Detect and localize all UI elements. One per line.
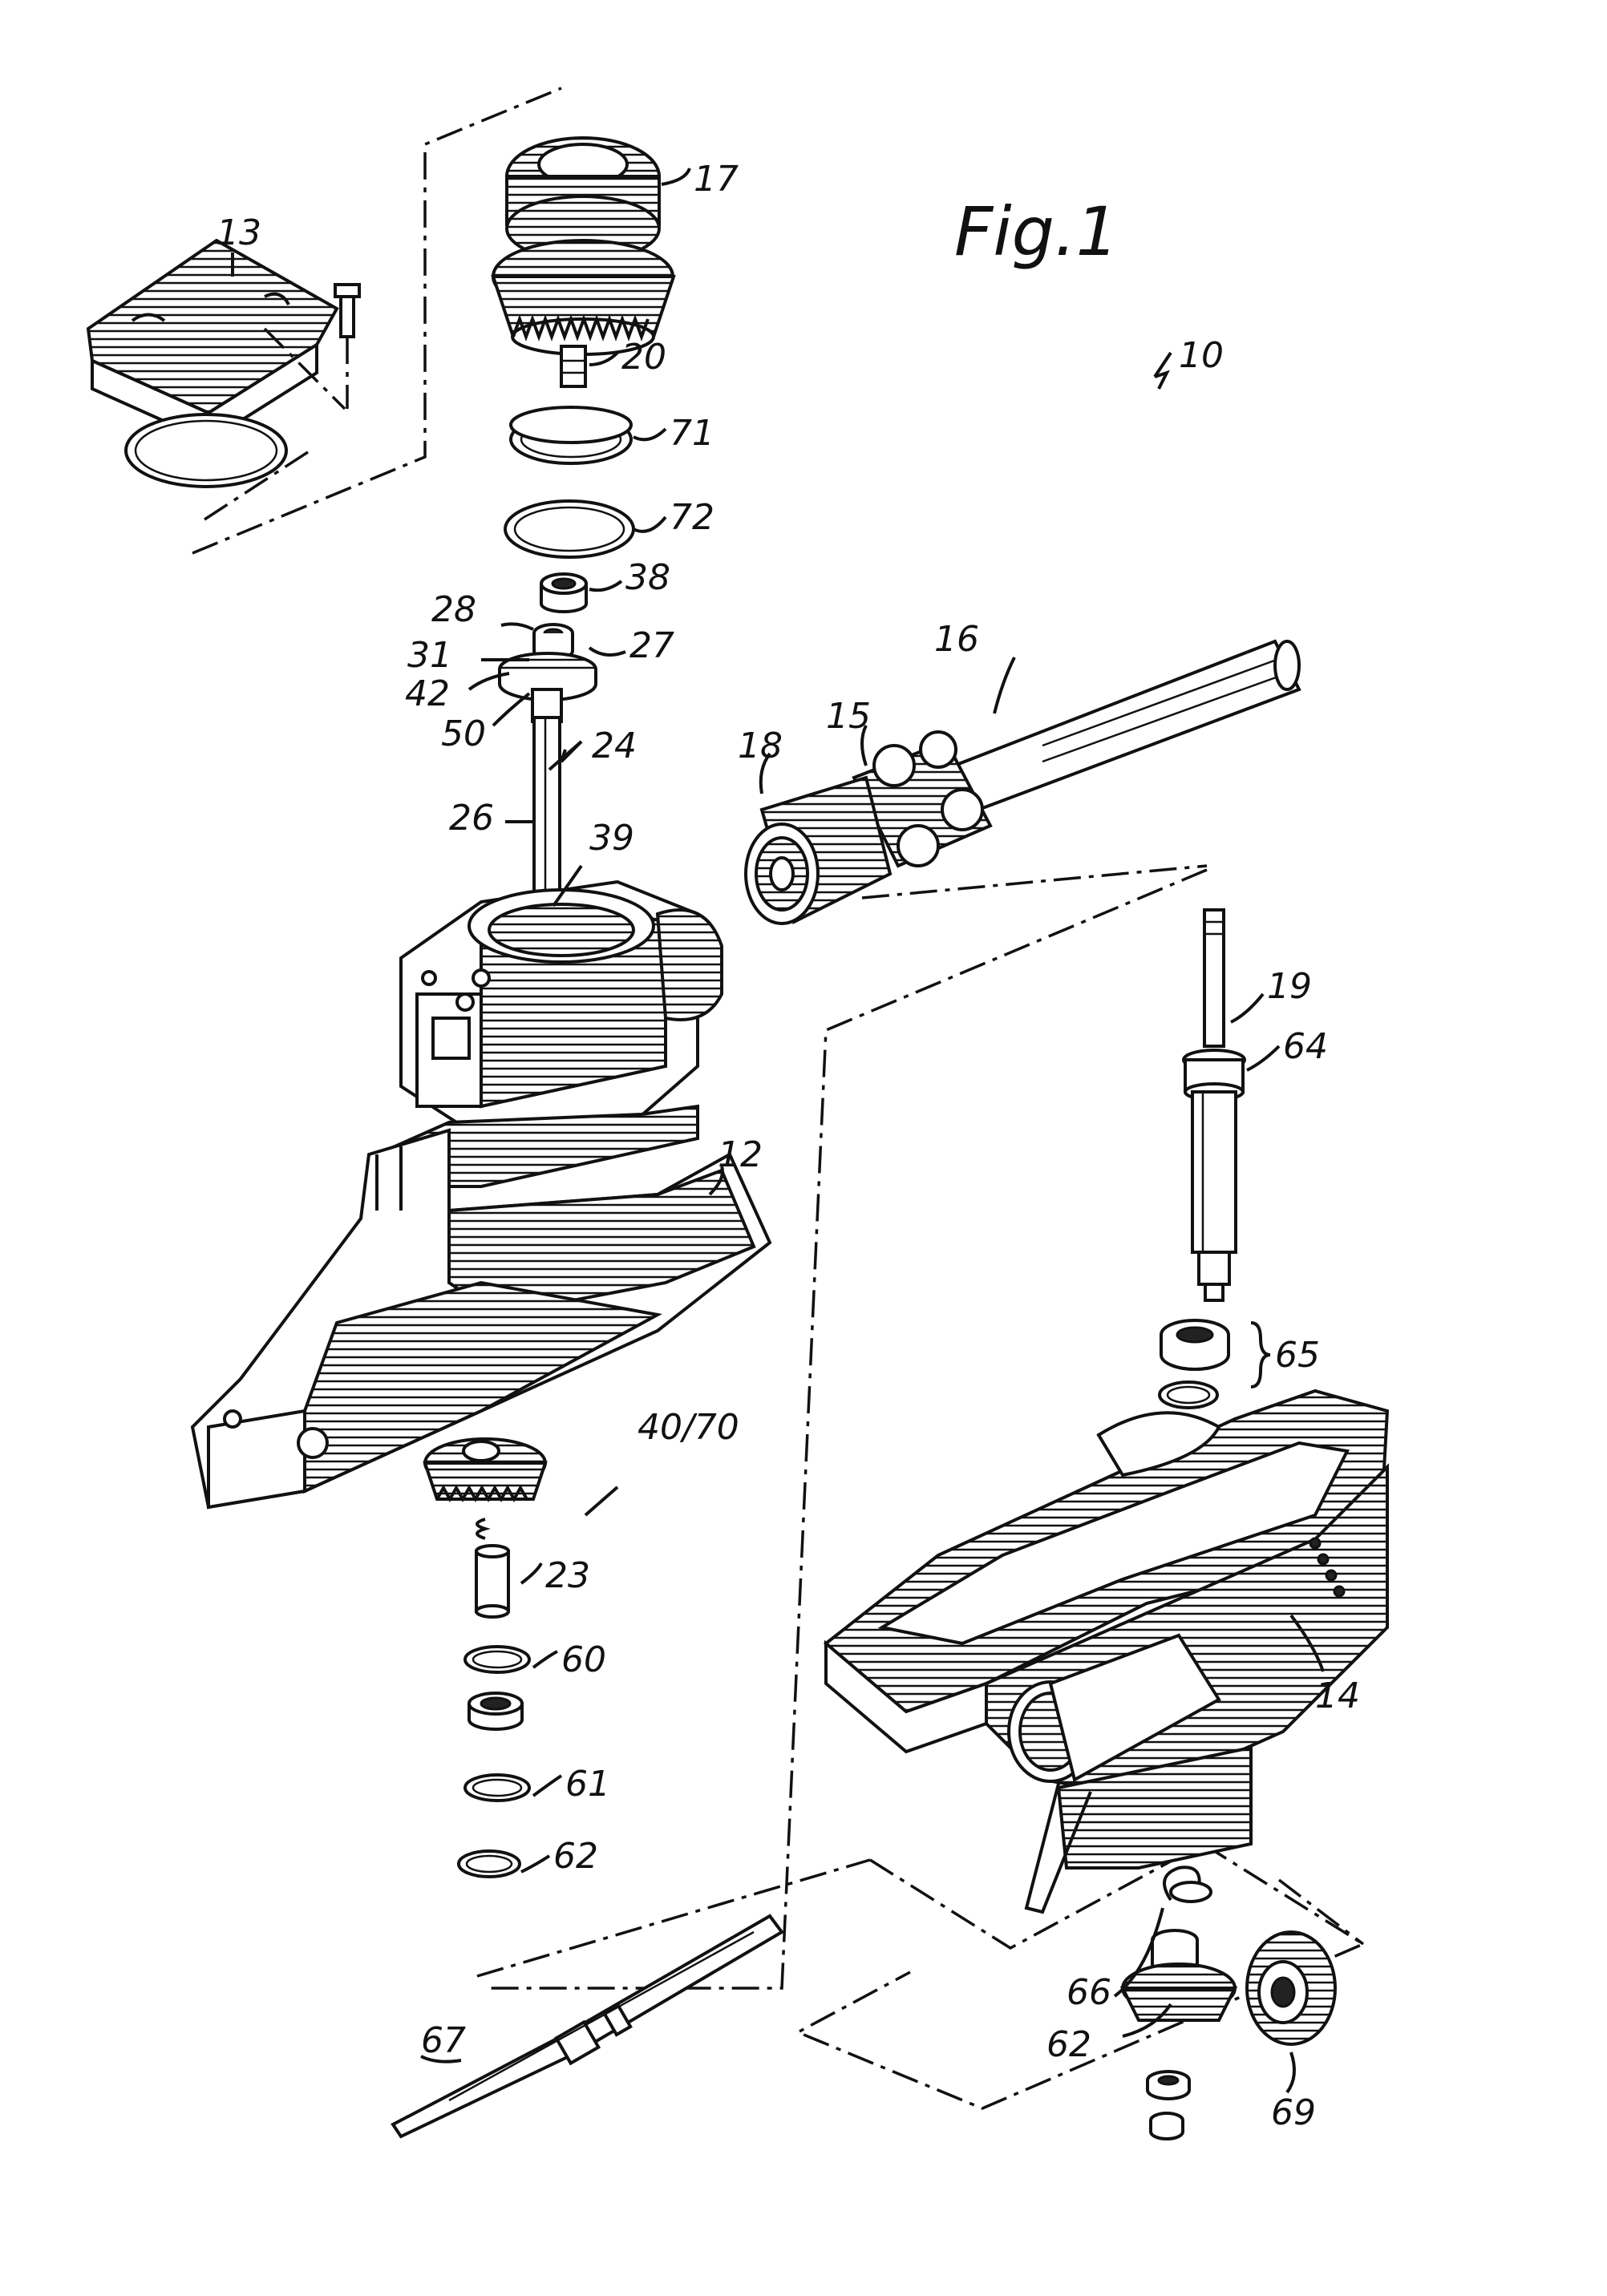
- label-71: 71: [670, 413, 714, 454]
- label-18: 18: [738, 726, 783, 766]
- part-24-shift-rod: [498, 623, 597, 912]
- label-39: 39: [589, 818, 634, 859]
- label-69: 69: [1271, 2092, 1316, 2133]
- part-62-ring: [457, 1849, 521, 1878]
- label-24: 24: [592, 726, 637, 766]
- part-69-gear: [1245, 1930, 1337, 2046]
- part-66-clip: [1163, 1866, 1212, 1903]
- label-31: 31: [407, 635, 452, 676]
- part-lower-washers: [1146, 2070, 1191, 2140]
- label-62-upper: 62: [553, 1836, 598, 1877]
- label-16: 16: [934, 619, 979, 660]
- part-38-bushing: [540, 572, 588, 613]
- label-28: 28: [431, 589, 476, 630]
- label-67: 67: [421, 2020, 466, 2061]
- label-64: 64: [1283, 1026, 1328, 1067]
- label-23: 23: [545, 1555, 590, 1596]
- label-10: 10: [1179, 335, 1224, 376]
- part-13-cover-plate: [86, 238, 361, 488]
- label-12: 12: [718, 1134, 763, 1175]
- reference-labels: 17 13 10 20 71 72 38 28 27 31 42 50 24 1…: [217, 159, 1360, 2133]
- part-17-gear-stack: [491, 136, 676, 356]
- label-20: 20: [621, 337, 666, 378]
- phantom-boundary-lines: [192, 87, 1366, 2110]
- part-72-ring: [504, 499, 635, 559]
- part-40-70-gear: [423, 1437, 548, 1503]
- label-27: 27: [629, 625, 674, 666]
- part-68-gear: [1119, 1929, 1238, 2022]
- label-38: 38: [625, 557, 670, 598]
- part-61-ring: [463, 1773, 531, 1802]
- label-60: 60: [561, 1639, 606, 1680]
- figure-title: Fig.1: [954, 192, 1119, 271]
- label-26: 26: [449, 798, 494, 839]
- label-13: 13: [217, 212, 261, 253]
- label-42: 42: [405, 673, 450, 714]
- part-71-shim: [509, 406, 633, 465]
- part-23-sleeve: [475, 1544, 510, 1619]
- part-clip: [476, 1518, 491, 1540]
- label-66: 66: [1067, 1972, 1111, 2013]
- label-72: 72: [670, 497, 714, 538]
- label-50: 50: [441, 713, 486, 754]
- label-40-70: 40/70: [638, 1407, 739, 1448]
- part-18-pinion-gear: [744, 775, 893, 925]
- part-12-upper-housing: [190, 879, 772, 1510]
- part-67-propeller-shaft: [391, 1914, 784, 2139]
- label-19: 19: [1267, 966, 1312, 1007]
- label-15: 15: [826, 696, 871, 737]
- label-61: 61: [565, 1764, 610, 1805]
- part-14-lower-gearcase: [823, 1389, 1390, 1914]
- label-17: 17: [694, 159, 739, 200]
- label-62-lower: 62: [1046, 2024, 1091, 2065]
- leader-lines: [231, 168, 1325, 2094]
- part-16-drive-shaft: [952, 639, 1301, 812]
- label-14: 14: [1315, 1676, 1360, 1716]
- part-60-ring: [463, 1645, 531, 1674]
- part-19-vertical-shaft: [1182, 908, 1246, 1302]
- part-15-u-joint: [852, 730, 993, 868]
- part-65-bearing: [1158, 1319, 1271, 1409]
- part-bushing-lower: [468, 1692, 524, 1731]
- part-20-shaft-stub: [560, 345, 587, 388]
- label-65: 65: [1275, 1335, 1320, 1376]
